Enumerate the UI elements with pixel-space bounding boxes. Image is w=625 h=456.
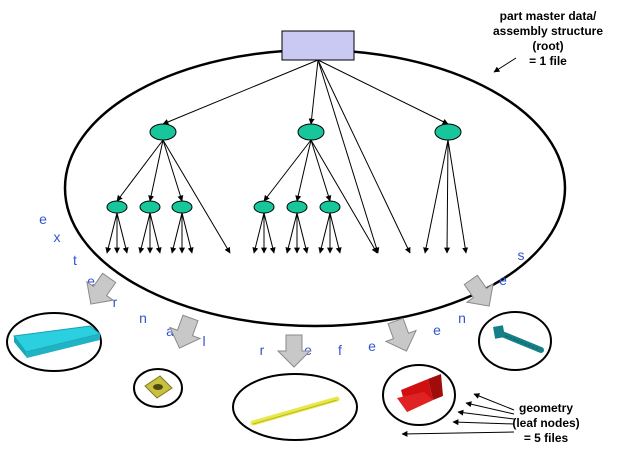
external-references-letter-7: a — [166, 323, 174, 339]
external-references-letter-1: e — [39, 211, 47, 227]
external-references-letter-2: x — [54, 229, 61, 245]
gray-arrow-5 — [463, 274, 494, 307]
root-label-arrow — [493, 57, 517, 73]
edge-l2-5-leaf-1 — [285, 212, 298, 254]
external-references-letter-10: e — [304, 342, 312, 358]
edge-root-to-leaf-a — [317, 59, 380, 254]
edge-l2-1-leaf-3 — [116, 212, 129, 254]
edge-l1-to-l2-4 — [263, 139, 312, 202]
gray-arrow-4 — [384, 317, 417, 352]
part-cyan-plate — [6, 312, 102, 372]
external-references-letter-17: e — [499, 272, 507, 288]
red-bracket-icon — [397, 374, 443, 412]
tree-nodes — [106, 123, 462, 214]
external-references-letter-6: n — [139, 310, 147, 326]
leaf-label-line-1: geometry — [519, 401, 573, 415]
edge-root-to-node-1 — [162, 59, 319, 125]
edge-l2-4-leaf-3 — [263, 212, 276, 254]
edge-l2-6-leaf-3 — [329, 212, 342, 254]
external-references-letter-4: e — [87, 273, 95, 289]
part-teal-bolt — [478, 311, 552, 371]
leaf-label: geometry (leaf nodes) = 5 files — [512, 401, 579, 445]
external-references-letter-11: f — [338, 342, 342, 358]
level1-node-2 — [297, 123, 325, 141]
gray-arrow-3 — [276, 334, 312, 368]
tree-edges — [105, 59, 469, 254]
edge-l2-6-leaf-1 — [318, 212, 331, 254]
edge-l2-3-leaf-1 — [170, 212, 183, 254]
root-label: part master data/ assembly structure (ro… — [493, 9, 603, 68]
gray-arrows — [86, 272, 494, 368]
level2-node-2 — [139, 200, 161, 214]
edge-l2-4-leaf-1 — [252, 212, 265, 254]
root-label-line-4: = 1 file — [529, 54, 567, 68]
gray-arrow-2 — [169, 314, 202, 349]
part-olive-washer — [133, 368, 183, 408]
level1-node-3 — [434, 123, 462, 141]
edge-l2-5-leaf-3 — [296, 212, 309, 254]
external-references-letter-18: s — [518, 247, 525, 263]
root-label-line-1: part master data/ — [500, 9, 597, 23]
external-references-letter-12: e — [368, 338, 376, 354]
edge-node3-to-leaf-3 — [447, 139, 469, 254]
edge-root-to-leaf-b — [317, 59, 411, 254]
edge-l1-to-l2-5 — [295, 139, 312, 202]
gray-arrow-1 — [86, 272, 117, 305]
level2-node-1 — [106, 200, 128, 214]
cyan-plate-icon — [13, 325, 102, 358]
edge-l2-2-leaf-1 — [138, 212, 151, 254]
external-references-letter-15: n — [458, 310, 466, 326]
external-references-letter-3: t — [73, 252, 77, 268]
edge-root-to-node-3 — [317, 59, 449, 125]
edge-l1-to-l2-6 — [310, 139, 332, 202]
edge-node2-to-leaf — [310, 139, 378, 254]
level2-node-5 — [286, 200, 308, 214]
root-label-line-2: assembly structure — [493, 24, 603, 38]
level1-node-1 — [149, 123, 177, 141]
leaf-label-line-3: = 5 files — [524, 431, 569, 445]
yellow-rod-icon — [250, 396, 340, 426]
root-label-line-3: (root) — [532, 39, 563, 53]
external-references-letter-5: r — [113, 294, 118, 310]
edge-node1-to-leaf — [162, 139, 231, 254]
level2-node-3 — [171, 200, 193, 214]
edge-l2-2-leaf-3 — [149, 212, 162, 254]
external-references-letter-8: l — [202, 333, 205, 349]
leaf-label-arrows — [401, 393, 515, 437]
level2-node-6 — [319, 200, 341, 214]
olive-washer-icon — [144, 375, 173, 399]
edge-l1-to-l2-2 — [148, 139, 164, 202]
edge-l1-to-l2-3 — [162, 139, 184, 202]
part-yellow-rod — [232, 373, 358, 441]
edge-node3-to-leaf-1 — [423, 139, 449, 254]
part-red-bracket — [382, 364, 456, 426]
edge-node3-to-leaf-2 — [444, 139, 451, 254]
level2-node-4 — [253, 200, 275, 214]
external-references-letter-14: e — [433, 322, 441, 338]
edge-root-to-node-2 — [308, 59, 319, 125]
leaf-label-line-2: (leaf nodes) — [512, 416, 579, 430]
edge-l2-3-leaf-3 — [181, 212, 194, 254]
edge-l2-1-leaf-1 — [105, 212, 118, 254]
teal-bolt-icon — [493, 325, 544, 353]
external-references-letter-9: r — [260, 342, 265, 358]
edge-l1-to-l2-1 — [116, 139, 164, 202]
root-node — [281, 30, 355, 61]
